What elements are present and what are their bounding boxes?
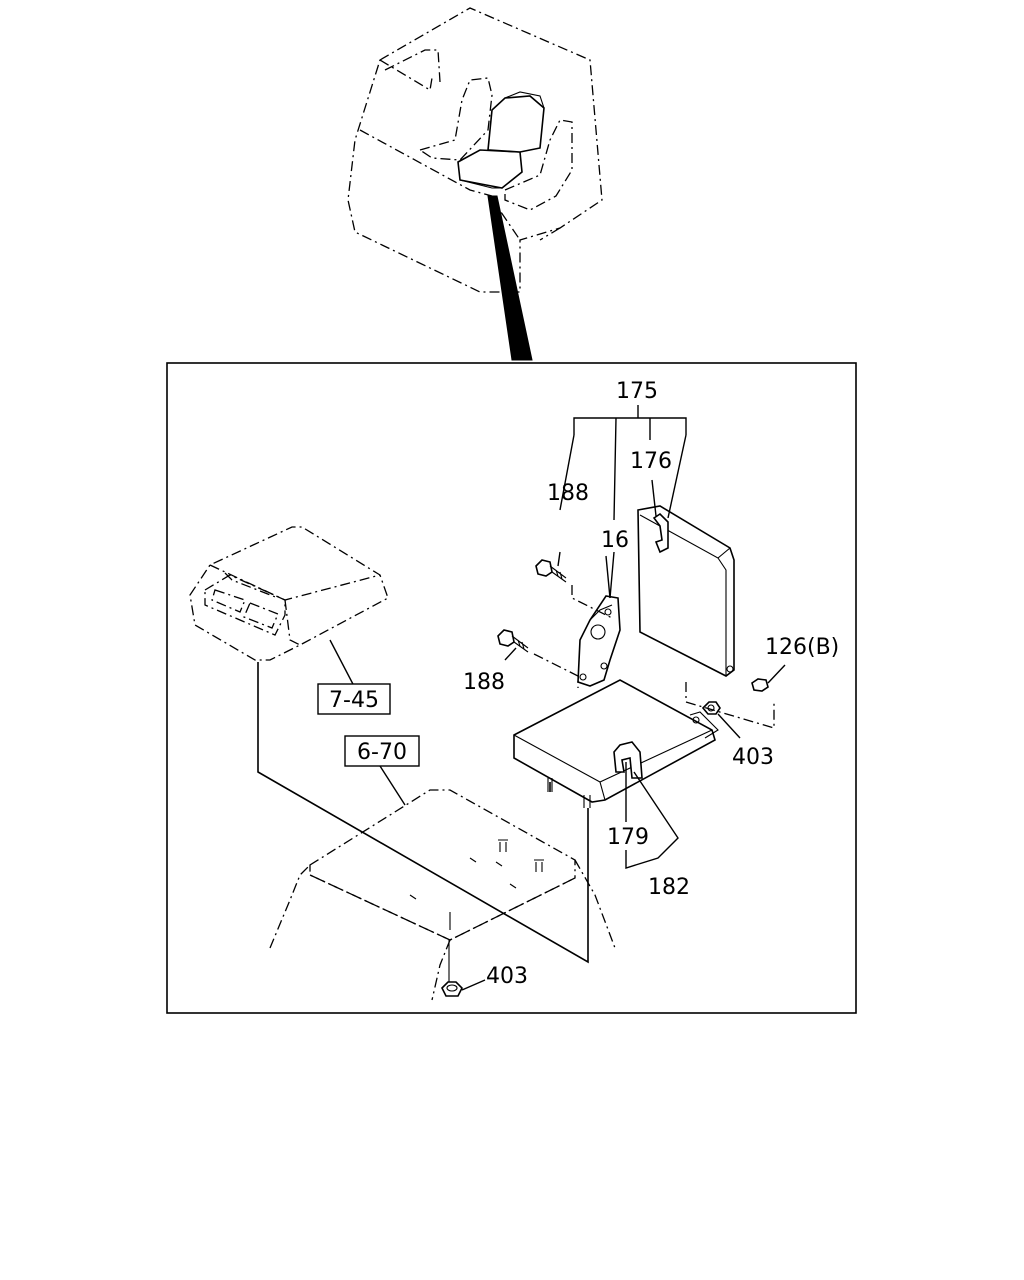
bolt-188-bottom [497, 629, 529, 653]
callout-176: 176 [630, 449, 672, 474]
callout-16: 16 [601, 528, 629, 553]
callout-188-bottom: 188 [463, 670, 505, 695]
cab-overview [347, 7, 603, 361]
ref-box-7-45 [317, 683, 391, 715]
floor-base [269, 789, 616, 1001]
console-assembly [189, 526, 389, 661]
callout-179: 179 [607, 825, 649, 850]
detail-frame [166, 362, 857, 1014]
seat-back [637, 505, 735, 677]
callout-175: 175 [616, 379, 658, 404]
seat-cushion [513, 679, 719, 808]
ref-box-6-70 [344, 735, 420, 767]
callout-182: 182 [648, 875, 690, 900]
callout-403-bottom: 403 [486, 964, 528, 989]
ref-label-7-45: 7-45 [329, 688, 379, 713]
ref-label-6-70: 6-70 [357, 740, 407, 765]
callout-126b: 126(B) [765, 635, 839, 660]
bolt-126b [751, 678, 769, 692]
callout-403-right: 403 [732, 745, 774, 770]
bolt-188-top [535, 559, 567, 583]
callout-188-top: 188 [547, 481, 589, 506]
nut-403-right [701, 701, 721, 715]
nut-403-bottom [441, 940, 463, 997]
hinge-bracket [577, 595, 621, 687]
